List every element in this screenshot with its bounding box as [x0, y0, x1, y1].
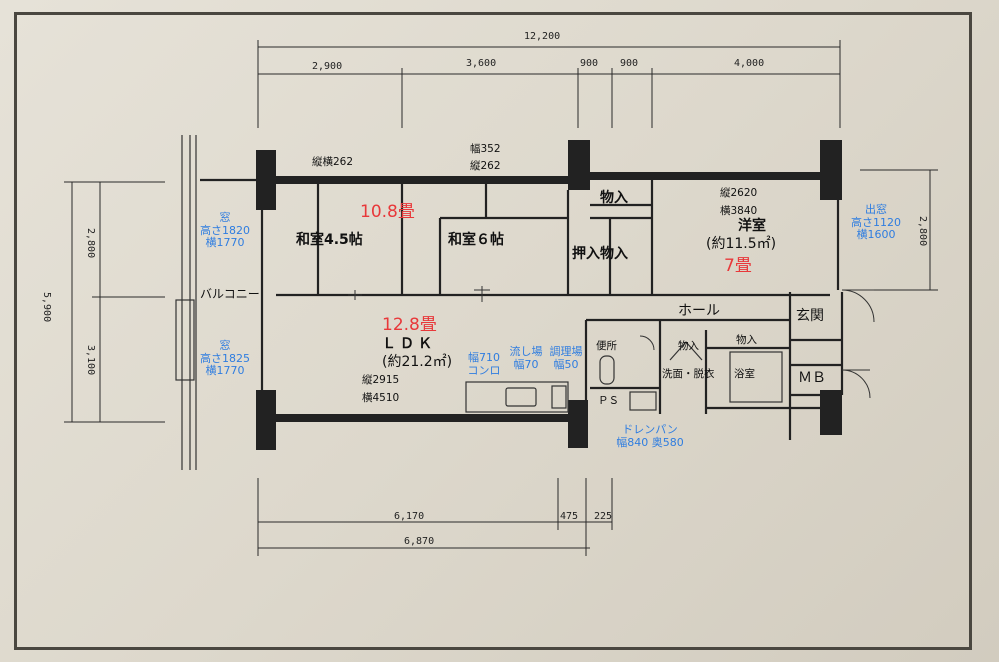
dim-left-total: 5,900	[41, 292, 52, 323]
room-benjo: 便所	[596, 340, 617, 352]
note-yoko-3840: 横3840	[720, 205, 758, 217]
tatami-7: 7畳	[724, 256, 752, 276]
tatami-10-8: 10.8畳	[360, 202, 415, 222]
window2-width: 横1770	[205, 364, 245, 378]
konro-width: 幅710	[468, 351, 500, 364]
grid-ticks	[348, 286, 490, 302]
dim-top-seg4: 900	[620, 58, 639, 69]
note-haba-352: 幅352	[470, 143, 501, 155]
room-mb: ＭＢ	[798, 370, 826, 386]
prep-label: 調理場	[549, 345, 583, 358]
room-monoire-top: 物入	[600, 190, 628, 206]
room-ldk-area: (約21.2㎡)	[382, 354, 453, 370]
note-tate-262: 縦262	[470, 160, 501, 172]
sanitary-fixtures	[599, 341, 783, 411]
window1-note: 窓 高さ1820 横1770	[200, 211, 250, 250]
interior-walls	[200, 178, 844, 440]
room-yoshitsu-area: (約11.5㎡)	[706, 236, 777, 252]
window2-title: 窓	[219, 339, 231, 352]
drain-note: ドレンパン 幅840 奥580	[608, 423, 692, 449]
exterior-walls	[256, 140, 842, 450]
room-oshiire-monoire: 押入物入	[572, 246, 628, 262]
dim-bottom-total: 6,870	[404, 536, 435, 547]
drain-label: ドレンパン	[622, 423, 678, 436]
dim-top-seg1: 2,900	[312, 61, 343, 72]
window1-title: 窓	[219, 211, 231, 224]
window2-note: 窓 高さ1825 横1770	[200, 339, 250, 378]
prep-note: 調理場 幅50	[546, 345, 586, 371]
room-washitsu-45: 和室4.5帖	[296, 232, 363, 248]
room-washitsu-6: 和室６帖	[448, 232, 504, 248]
konro-note: 幅710 コンロ	[464, 351, 504, 377]
kitchen-counter	[465, 381, 569, 413]
dim-top-seg2: 3,600	[466, 58, 497, 69]
room-yoshitsu: 洋室	[738, 218, 766, 234]
room-genkan: 玄関	[796, 308, 824, 324]
sink-width: 幅70	[513, 357, 539, 371]
sink-label: 流し場	[509, 345, 543, 358]
dim-top-seg5: 4,000	[734, 58, 765, 69]
room-haishi: 物入	[736, 334, 757, 346]
dim-right: 2,800	[917, 216, 928, 247]
window2-height: 高さ1825	[200, 351, 250, 365]
room-ldk: ＬＤＫ	[382, 336, 436, 352]
drawing-frame	[14, 12, 972, 650]
drain-size: 幅840 奥580	[616, 435, 684, 449]
door-swings	[639, 289, 875, 399]
window1-width: 横1770	[205, 236, 245, 250]
dim-left-lower: 3,100	[85, 345, 96, 376]
note-tate-2915: 縦2915	[362, 374, 400, 386]
sink-note: 流し場 幅70	[506, 345, 546, 371]
demado-height: 高さ1120	[851, 215, 901, 229]
room-yokushitsu: 浴室	[734, 368, 755, 380]
dim-top-total: 12,200	[524, 31, 561, 42]
note-yoko-4510: 横4510	[362, 392, 400, 404]
prep-width: 幅50	[553, 357, 579, 371]
tatami-12-8: 12.8畳	[382, 315, 437, 335]
note-tate-yoko-262: 縦横262	[312, 156, 354, 168]
konro-label: コンロ	[467, 363, 501, 377]
room-senmen: 洗面・脱衣	[662, 368, 715, 380]
demado-title: 出窓	[865, 203, 887, 216]
dim-top-seg3: 900	[580, 58, 599, 69]
note-tate-2620: 縦2620	[720, 187, 758, 199]
dim-bottom-seg2: 475	[560, 511, 579, 522]
demado-width: 横1600	[856, 228, 896, 242]
dim-bottom-seg1: 6,170	[394, 511, 425, 522]
room-hall: ホール	[678, 303, 720, 319]
dim-left-upper: 2,800	[85, 228, 96, 259]
balcony-railing	[175, 135, 197, 470]
demado-note: 出窓 高さ1120 横1600	[848, 203, 904, 242]
window1-height: 高さ1820	[200, 223, 250, 237]
room-ps: ＰＳ	[598, 395, 619, 407]
label-balcony: バルコニー	[200, 287, 260, 301]
room-monoire-small: 物入	[678, 340, 699, 352]
dim-bottom-seg3: 225	[594, 511, 613, 522]
